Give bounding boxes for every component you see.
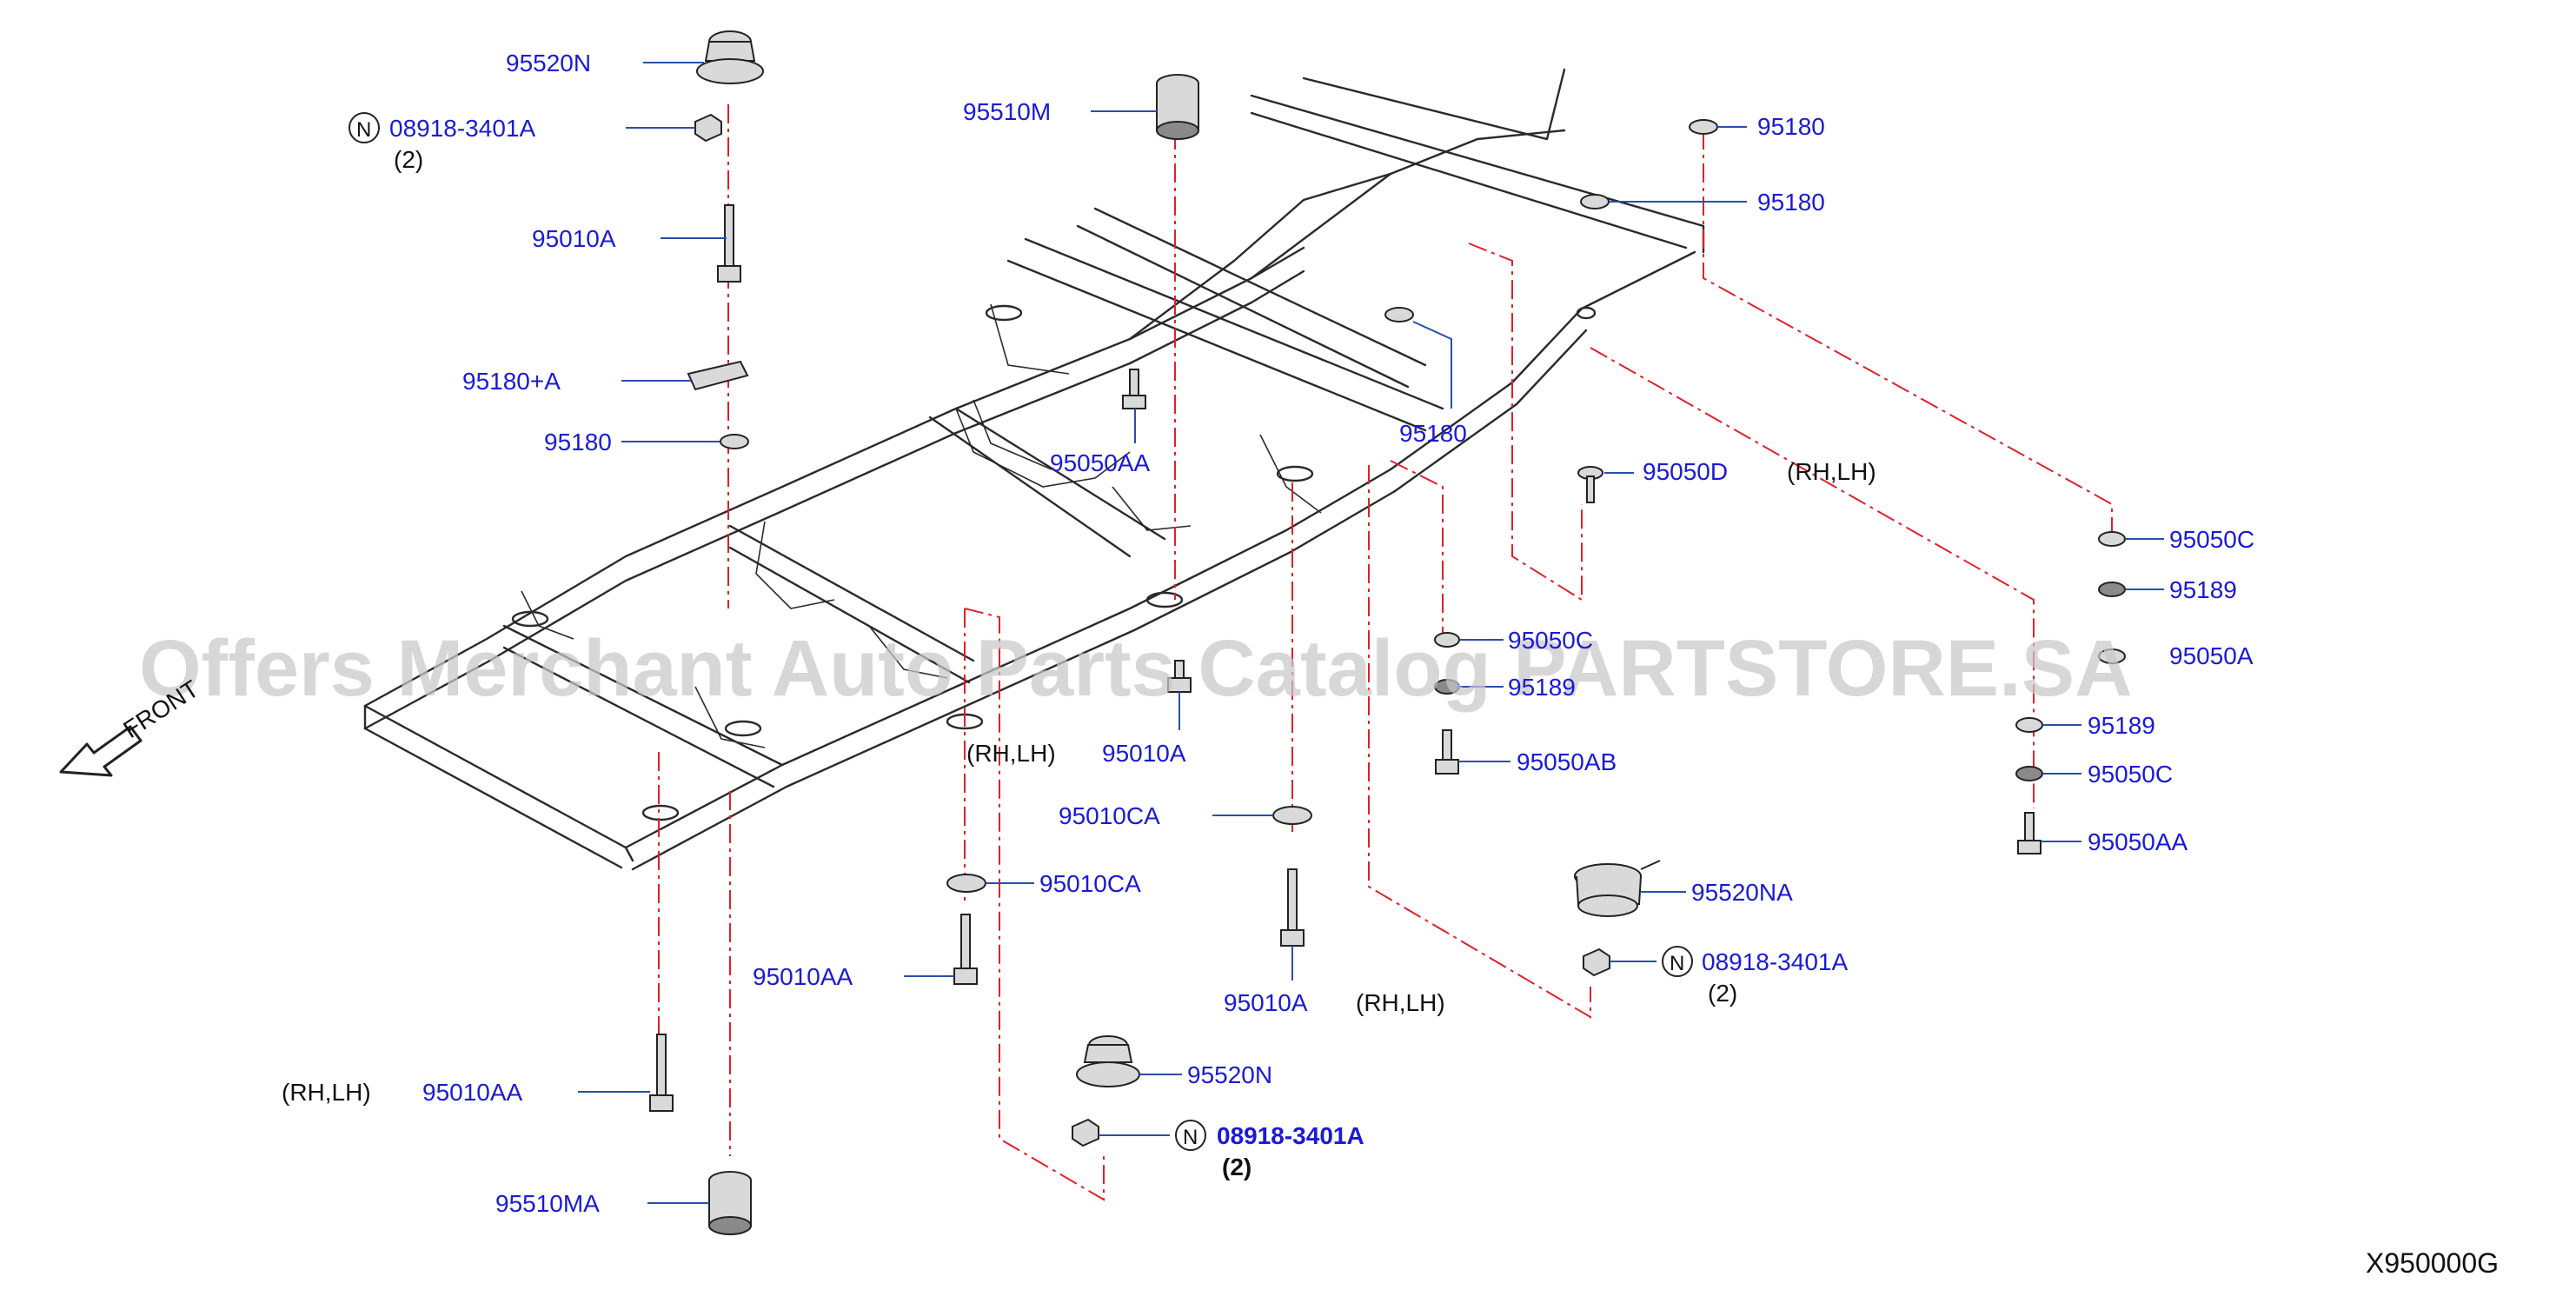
part-number-95189-c[interactable]: 95189 (1508, 674, 1576, 701)
n-mark-text: N (1670, 952, 1684, 975)
body-mount-icon (1574, 860, 1661, 917)
bracket-icon (687, 360, 749, 391)
side-note-bottom: (RH,LH) (1356, 989, 1445, 1016)
part-number-95510MA[interactable]: 95510MA (495, 1190, 600, 1217)
part-number-95050AB[interactable]: 95050AB (1517, 748, 1617, 775)
bolt-icon (1435, 729, 1459, 775)
washer-icon (2015, 717, 2043, 733)
installation-lines (658, 104, 2113, 1201)
part-number-95050AA-r[interactable]: 95050AA (2088, 828, 2188, 855)
washer-icon (2098, 531, 2126, 547)
part-number-95010CA-1[interactable]: 95010CA (1059, 802, 1160, 829)
washer-icon (1384, 307, 1414, 322)
bolt-icon (1167, 660, 1192, 693)
body-mount-icon (1076, 1035, 1140, 1087)
part-number-95010A-top[interactable]: 95010A (532, 225, 616, 252)
part-number-95050C-1[interactable]: 95050C (2169, 526, 2254, 553)
screw-icon (1577, 466, 1603, 503)
part-number-95180-r2[interactable]: 95180 (1757, 189, 1825, 216)
part-number-95010CA-2[interactable]: 95010CA (1039, 870, 1141, 897)
qty-note-top: (2) (394, 146, 423, 173)
part-icons (649, 30, 2126, 1235)
bolt-icon (1122, 369, 1146, 409)
part-number-95180-left[interactable]: 95180 (544, 429, 612, 455)
part-number-95520N-b[interactable]: 95520N (1187, 1061, 1272, 1088)
part-number-95050A-r[interactable]: 95050A (2169, 642, 2254, 669)
n-mark-icon (1662, 946, 1693, 977)
washer-icon (2098, 648, 2126, 664)
part-number-08918-b[interactable]: 08918-3401A (1217, 1122, 1364, 1149)
bolt-icon (1280, 868, 1305, 947)
part-number-95050D[interactable]: 95050D (1643, 458, 1728, 485)
drawing-code: X950000G (2366, 1247, 2499, 1279)
part-number-08918-r[interactable]: 08918-3401A (1702, 948, 1848, 975)
side-note-center: (RH,LH) (966, 740, 1056, 767)
part-number-95050C-c[interactable]: 95050C (1508, 627, 1593, 654)
insulator-icon (708, 1171, 752, 1235)
washer-icon (946, 874, 986, 893)
n-mark-icon (349, 112, 380, 143)
n-mark-text: N (356, 118, 371, 142)
part-number-95180-mid[interactable]: 95180 (1399, 420, 1467, 447)
part-number-95010A-c[interactable]: 95010A (1102, 740, 1186, 767)
part-number-95510M[interactable]: 95510M (963, 98, 1051, 125)
leader-lines (578, 62, 2164, 1204)
body-mount-icon (696, 30, 764, 84)
front-arrow: FRONT (59, 675, 203, 777)
flange-nut-icon (1072, 1118, 1099, 1147)
chassis-frame (363, 68, 1705, 871)
washer-icon (720, 434, 749, 449)
part-number-95050AA-mid[interactable]: 95050AA (1050, 449, 1151, 476)
flange-nut-icon (1583, 948, 1610, 977)
part-number-95189-2[interactable]: 95189 (2088, 712, 2155, 739)
part-number-95520N-top[interactable]: 95520N (506, 50, 591, 76)
watermark-text: Offers Merchant Auto Parts Catalog PARTS… (139, 624, 2133, 713)
part-number-95520NA[interactable]: 95520NA (1691, 879, 1793, 906)
washer-icon (1272, 806, 1312, 825)
part-number-08918-top[interactable]: 08918-3401A (389, 115, 535, 142)
part-number-95010A-b[interactable]: 95010A (1224, 989, 1308, 1016)
part-number-95010AA-l[interactable]: 95010AA (422, 1079, 523, 1106)
bolt-icon (953, 914, 978, 985)
n-mark-icon (1175, 1120, 1206, 1151)
part-labels: 95520N N 08918-3401A (2) 95010A 95180+A … (282, 50, 2499, 1279)
part-number-95050C-2[interactable]: 95050C (2088, 761, 2173, 788)
spacer-icon (2098, 582, 2126, 597)
n-mark-text: N (1183, 1126, 1198, 1149)
part-number-95010AA-c[interactable]: 95010AA (753, 963, 853, 990)
insulator-icon (1156, 74, 1199, 140)
qty-note-right: (2) (1708, 980, 1737, 1007)
spacer-icon (1434, 679, 1460, 695)
spacer-icon (2015, 766, 2043, 781)
side-note-rear: (RH,LH) (1787, 458, 1876, 485)
flange-nut-icon (694, 113, 722, 143)
part-number-95189-1[interactable]: 95189 (2169, 576, 2237, 603)
part-number-95180-r1[interactable]: 95180 (1757, 113, 1825, 140)
bolt-icon (2017, 812, 2042, 854)
part-number-95180A[interactable]: 95180+A (462, 368, 561, 395)
qty-note-bottom: (2) (1222, 1154, 1251, 1180)
washer-icon (1580, 194, 1610, 209)
side-note-left: (RH,LH) (282, 1079, 371, 1106)
washer-icon (1689, 119, 1718, 135)
bolt-icon (649, 1034, 674, 1112)
washer-icon (1434, 632, 1460, 648)
bolt-icon (717, 204, 741, 283)
